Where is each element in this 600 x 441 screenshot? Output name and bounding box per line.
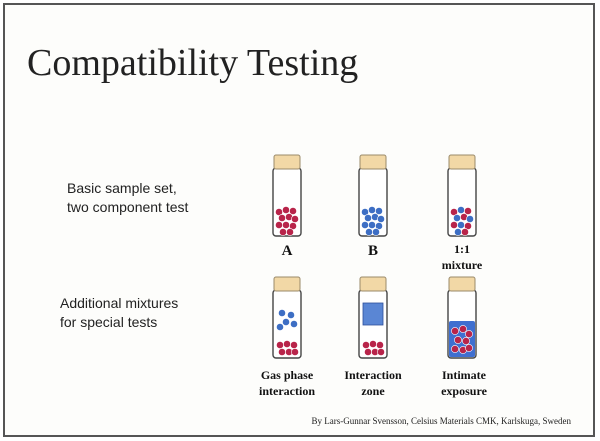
- blue-block: [362, 302, 384, 326]
- vial-b: [358, 154, 388, 237]
- red-bead: [291, 215, 299, 223]
- caption-b-text: B: [367, 243, 378, 259]
- red-bead: [451, 345, 459, 353]
- vial-cap: [448, 276, 476, 292]
- red-bead: [464, 207, 472, 215]
- red-bead: [362, 341, 370, 349]
- blue-bead: [287, 311, 295, 319]
- vial-a: [272, 154, 302, 237]
- red-bead: [459, 325, 467, 333]
- blue-bead: [368, 221, 376, 229]
- red-bead: [465, 344, 473, 352]
- blue-bead: [290, 320, 298, 328]
- blue-bead: [278, 309, 286, 317]
- caption-interaction-zone-line1: Interaction: [344, 368, 402, 382]
- caption-mixture: 1:1 mixture: [430, 241, 494, 273]
- red-bead: [289, 207, 297, 215]
- red-bead: [465, 330, 473, 338]
- red-bead: [376, 341, 384, 349]
- blue-bead: [276, 323, 284, 331]
- red-bead: [275, 221, 283, 229]
- caption-a: A: [267, 243, 307, 260]
- red-bead: [283, 340, 291, 348]
- vial-gas-phase: [272, 276, 302, 359]
- red-bead: [278, 214, 286, 222]
- slide: Compatibility Testing Basic sample set, …: [3, 3, 595, 437]
- row1-label-line1: Basic sample set,: [67, 180, 177, 196]
- red-bead: [454, 336, 462, 344]
- slide-title: Compatibility Testing: [27, 42, 359, 84]
- row2-label: Additional mixtures for special tests: [60, 294, 178, 332]
- blue-bead: [372, 228, 380, 236]
- blue-bead: [361, 221, 369, 229]
- red-bead: [462, 337, 470, 345]
- vial-interaction-zone: [358, 276, 388, 359]
- blue-bead: [454, 228, 462, 236]
- red-bead: [282, 221, 290, 229]
- vial-cap: [273, 154, 301, 170]
- red-bead: [369, 340, 377, 348]
- red-bead: [291, 348, 299, 356]
- vial-cap: [273, 276, 301, 292]
- row1-label: Basic sample set, two component test: [67, 179, 188, 217]
- caption-intimate-exposure-line2: exposure: [441, 384, 487, 398]
- red-bead: [290, 341, 298, 349]
- red-bead: [461, 228, 469, 236]
- row1-label-line2: two component test: [67, 199, 189, 215]
- row2-label-line1: Additional mixtures: [60, 295, 179, 311]
- caption-intimate-exposure: Intimate exposure: [424, 367, 504, 399]
- blue-bead: [375, 207, 383, 215]
- caption-gas-phase: Gas phase interaction: [245, 367, 329, 399]
- blue-bead: [364, 214, 372, 222]
- blue-bead: [457, 206, 465, 214]
- caption-b: B: [353, 243, 393, 260]
- caption-interaction-zone: Interaction zone: [333, 367, 413, 399]
- vial-cap: [359, 154, 387, 170]
- blue-bead: [457, 221, 465, 229]
- row2-label-line2: for special tests: [60, 314, 158, 330]
- caption-a-text: A: [281, 243, 293, 259]
- vial-cap: [448, 154, 476, 170]
- red-bead: [276, 341, 284, 349]
- caption-mixture-line2: mixture: [441, 258, 483, 272]
- red-bead: [377, 348, 385, 356]
- blue-bead: [453, 214, 461, 222]
- caption-gas-phase-line1: Gas phase: [260, 368, 314, 382]
- blue-bead: [377, 215, 385, 223]
- caption-gas-phase-line2: interaction: [259, 384, 315, 398]
- caption-intimate-exposure-line1: Intimate: [442, 368, 486, 382]
- red-bead: [450, 221, 458, 229]
- blue-bead: [365, 228, 373, 236]
- caption-interaction-zone-line2: zone: [361, 384, 385, 398]
- blue-bead: [282, 318, 290, 326]
- blue-bead: [368, 206, 376, 214]
- red-bead: [451, 327, 459, 335]
- vial-mixture: [447, 154, 477, 237]
- red-bead: [282, 206, 290, 214]
- blue-bead: [466, 215, 474, 223]
- caption-mixture-line1: 1:1: [454, 242, 470, 256]
- red-bead: [278, 348, 286, 356]
- vial-intimate-exposure: [447, 276, 477, 359]
- vial-cap: [359, 276, 387, 292]
- red-bead: [364, 348, 372, 356]
- red-bead: [286, 228, 294, 236]
- credit-line: By Lars-Gunnar Svensson, Celsius Materia…: [311, 416, 571, 426]
- red-bead: [279, 228, 287, 236]
